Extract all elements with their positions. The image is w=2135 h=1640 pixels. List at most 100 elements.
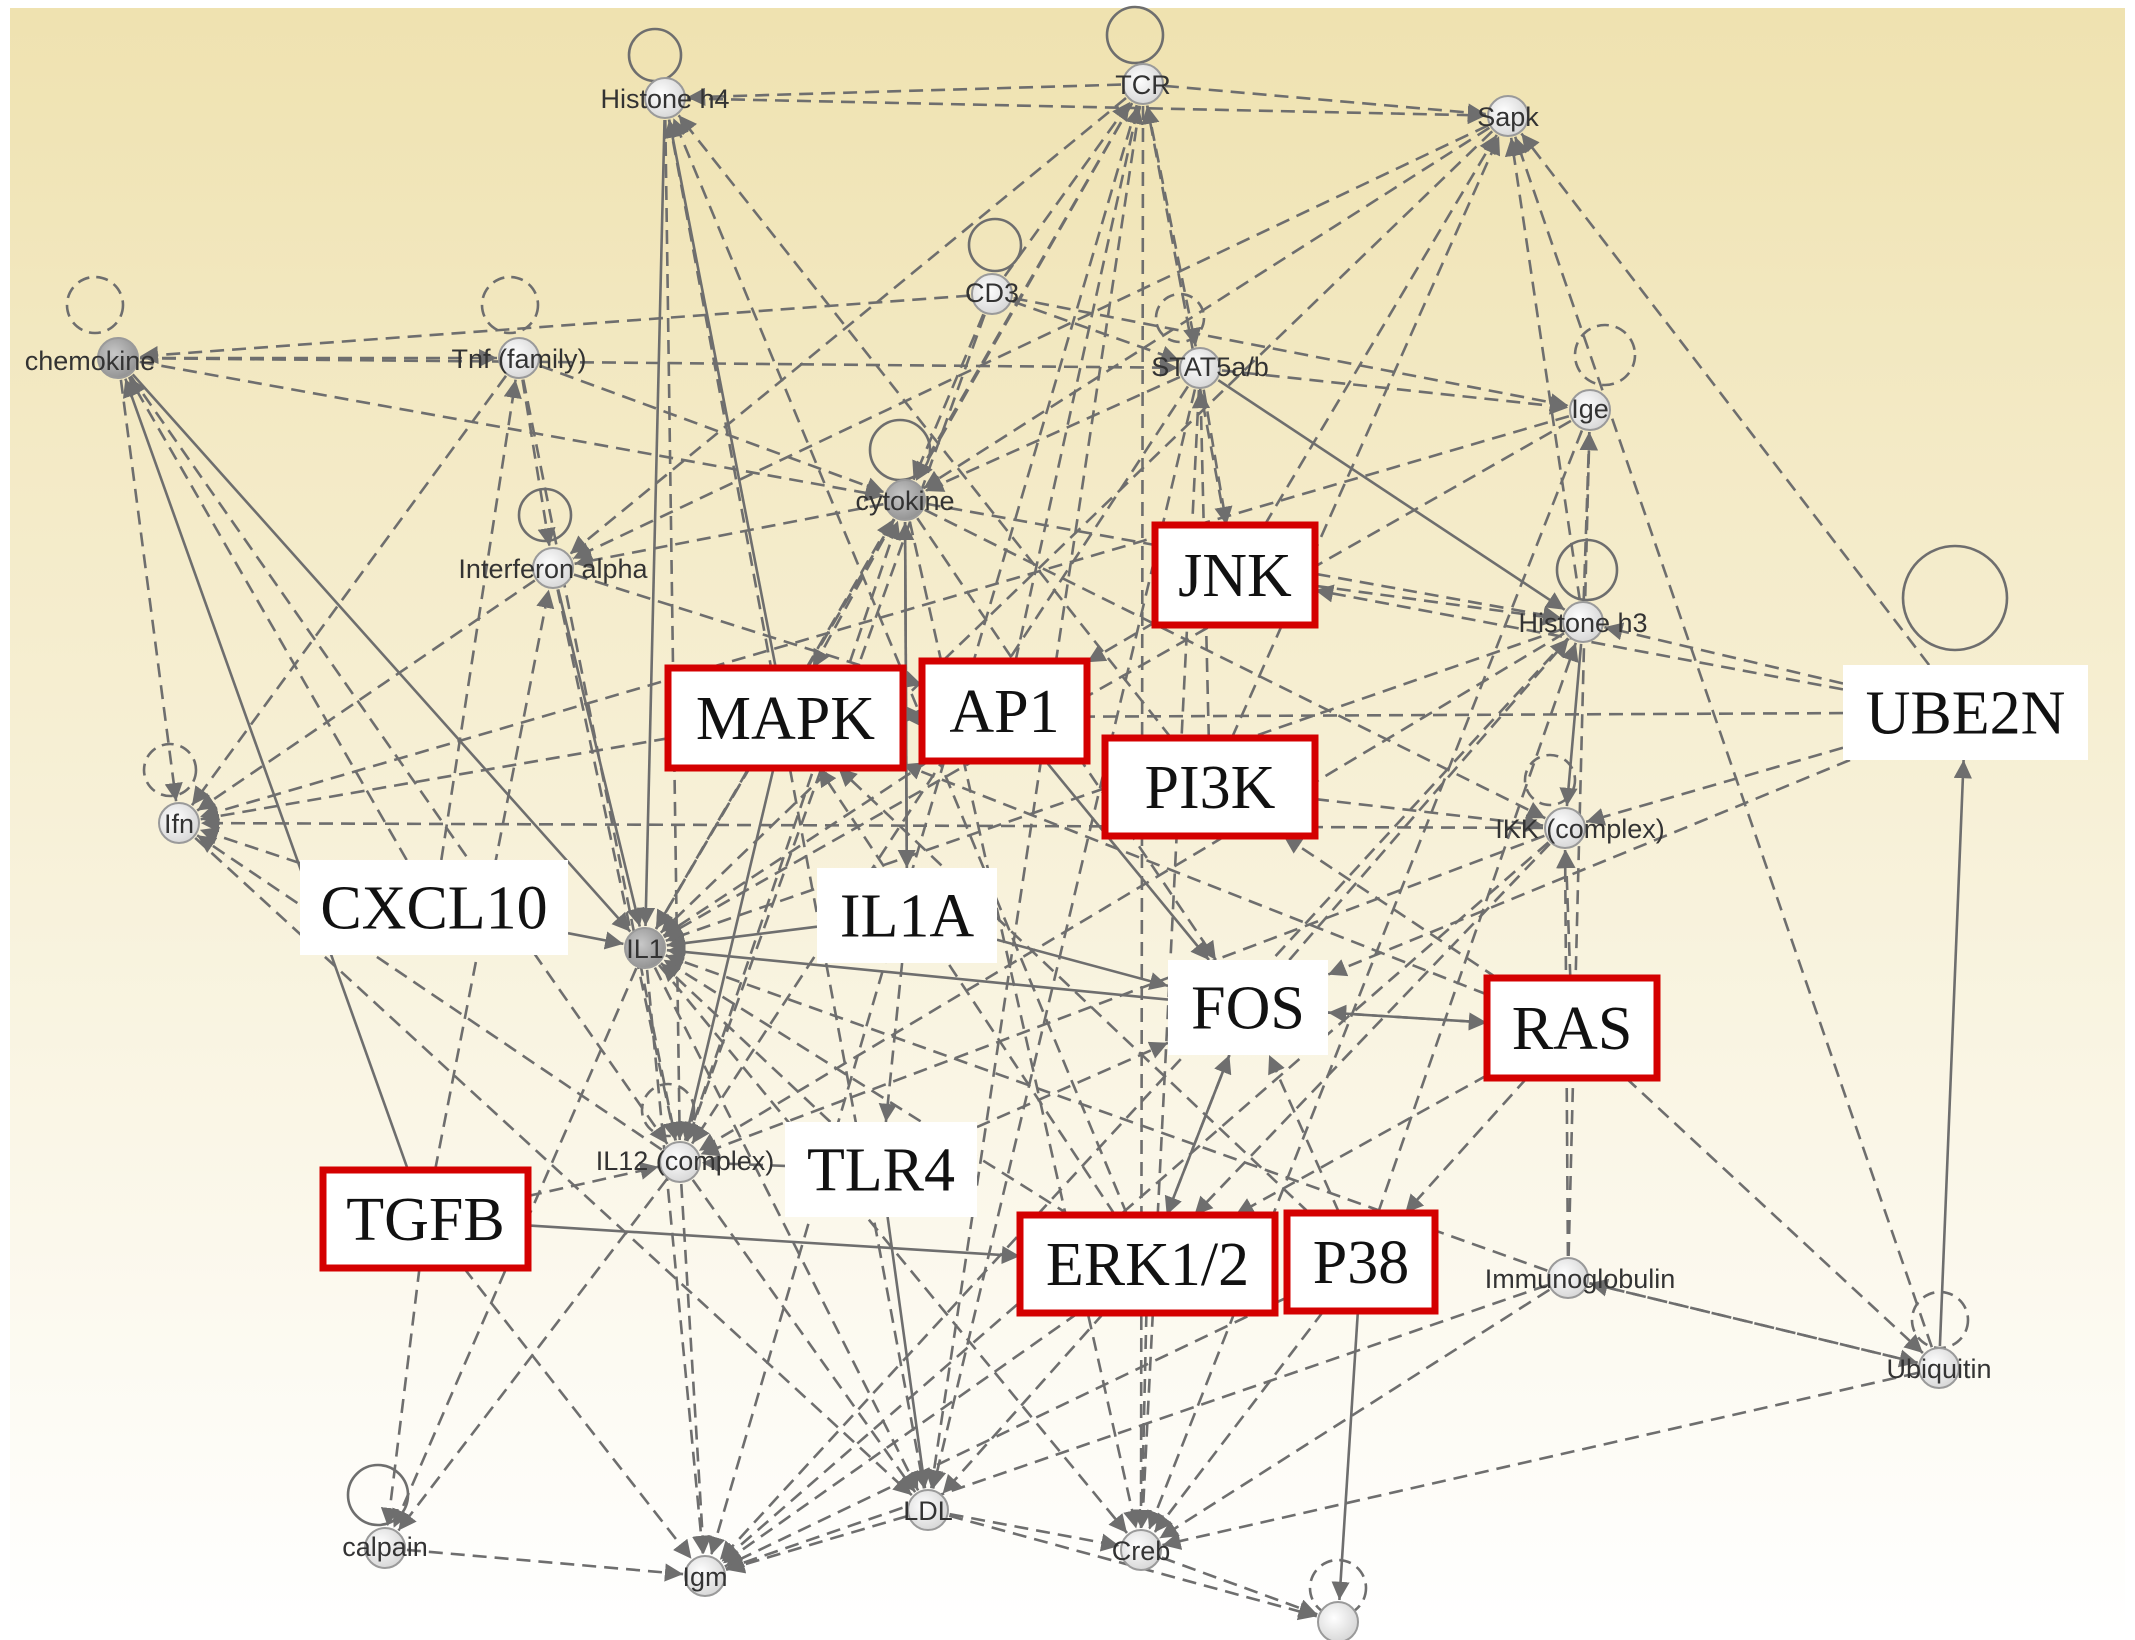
edge-ube2n-fos [1327, 758, 1851, 977]
box-p38[interactable]: P38 [1283, 1209, 1439, 1315]
box-fos[interactable]: FOS [1168, 960, 1328, 1055]
node-label-cytokine: cytokine [855, 486, 954, 516]
box-frame-erk [1016, 1211, 1279, 1317]
edge-ras-fos [1327, 1004, 1488, 1024]
self-loop-tnf [480, 275, 540, 335]
edge-ige-il1 [663, 419, 1572, 939]
edge-histone_h4-il1 [636, 119, 666, 927]
node-ldl[interactable] [907, 1489, 949, 1531]
edge-il12-ifn [196, 834, 663, 1151]
edge-jnk-ap1 [1086, 621, 1156, 664]
box-label-ras: RAS [1512, 995, 1633, 1063]
edge-histone_h4-il12 [664, 119, 689, 1141]
node-calpain[interactable] [364, 1527, 406, 1569]
node-tcr[interactable] [1122, 63, 1164, 105]
edge-chemokine-il12 [129, 375, 669, 1145]
box-frame-fos [1168, 960, 1328, 1055]
edge-mapk-ifn [200, 737, 669, 826]
node-label-histone_h4: Histone h4 [600, 84, 729, 114]
box-frame-tlr4 [785, 1122, 977, 1217]
self-loop-chemokine [65, 275, 125, 335]
box-ap1[interactable]: AP1 [918, 657, 1091, 765]
edge-il1a-fos [996, 938, 1169, 990]
box-ras[interactable]: RAS [1483, 974, 1661, 1082]
node-label-il1: IL1 [626, 934, 664, 964]
edge-histone_h3-igm [718, 637, 1570, 1561]
edge-ubiquitin-sapk [1512, 136, 1934, 1348]
node-label-immunoglobulin: Immunoglobulin [1485, 1264, 1676, 1294]
node-sapk[interactable] [1487, 95, 1529, 137]
edge-stat5-histone_h3 [1217, 379, 1566, 611]
edge-chemokine-il1 [131, 373, 632, 933]
node-histone_h4[interactable] [644, 77, 686, 119]
edge-cxcl10-tnf [440, 379, 522, 861]
edge-cd3-tcr [1003, 101, 1132, 277]
edge-creb-bottom_hidden [1161, 1556, 1318, 1617]
node-immunoglobulin[interactable] [1547, 1257, 1589, 1299]
box-erk[interactable]: ERK1/2 [1016, 1211, 1279, 1317]
box-mapk[interactable]: MAPK [664, 664, 907, 772]
node-cytokine[interactable] [884, 479, 926, 521]
self-loop-il12 [640, 1082, 696, 1138]
self-loop-ifn [142, 742, 198, 798]
node-histone_h3[interactable] [1562, 601, 1604, 643]
box-il1a[interactable]: IL1A [817, 868, 997, 963]
edge-pi3k-stat5 [1191, 389, 1211, 739]
edge-immunoglobulin-creb [1158, 1288, 1551, 1540]
node-label-ifn: Ifn [164, 809, 194, 839]
node-ifna[interactable] [532, 547, 574, 589]
node-stat5[interactable] [1179, 347, 1221, 389]
node-creb[interactable] [1120, 1529, 1162, 1571]
edge-tlr4-ldl [886, 1216, 932, 1489]
node-tnf[interactable] [498, 337, 540, 379]
box-label-ap1: AP1 [949, 678, 1059, 746]
edge-calpain-igm [406, 1548, 684, 1582]
edge-il1-creb [657, 964, 1129, 1534]
box-jnk[interactable]: JNK [1151, 521, 1319, 629]
box-pi3k[interactable]: PI3K [1101, 734, 1319, 840]
edge-histone_h3-il12 [698, 632, 1565, 1152]
box-tlr4[interactable]: TLR4 [785, 1122, 977, 1217]
edge-il1a-tlr4 [878, 962, 904, 1123]
node-ikk[interactable] [1544, 807, 1586, 849]
node-il12[interactable] [659, 1141, 701, 1183]
node-label-il12: IL12 (complex) [596, 1146, 775, 1176]
box-ube2n[interactable]: UBE2N [1843, 665, 2088, 760]
node-igm[interactable] [684, 1555, 726, 1597]
edge-ubiquitin-ube2n [1938, 759, 1972, 1347]
node-ubiquitin[interactable] [1918, 1347, 1960, 1389]
node-label-ifna: Interferon alpha [458, 554, 648, 584]
edge-il12-igm [680, 1183, 712, 1555]
box-label-fos: FOS [1191, 975, 1305, 1043]
self-loop-ube2n [1901, 544, 2009, 652]
self-loop-cd3 [967, 217, 1023, 273]
box-tgfb[interactable]: TGFB [319, 1166, 532, 1272]
node-label-histone_h3: Histone h3 [1518, 608, 1647, 638]
edge-ras-ubiquitin [1625, 1077, 1924, 1354]
edge-immunoglobulin-ubiquitin [1589, 1281, 1918, 1368]
node-label-creb: Creb [1112, 1536, 1171, 1566]
edge-tnf-ifna [521, 379, 556, 547]
edge-erk-il1 [662, 958, 1071, 1217]
box-frame-ap1 [918, 657, 1091, 765]
node-bottom_hidden[interactable] [1317, 1601, 1359, 1640]
edge-cd3-stat5 [1012, 300, 1180, 364]
node-cd3[interactable] [971, 273, 1013, 315]
edge-fos-il1 [666, 942, 1169, 1001]
node-label-stat5: STAT5a/b [1151, 352, 1269, 382]
edge-ldl-igm [725, 1514, 908, 1574]
node-label-cd3: CD3 [965, 278, 1019, 308]
edge-erk-mapk [817, 767, 1117, 1216]
box-label-jnk: JNK [1178, 542, 1292, 610]
node-il1[interactable] [624, 927, 666, 969]
box-cxcl10[interactable]: CXCL10 [300, 860, 568, 955]
edge-ras-mapk [902, 762, 1488, 996]
node-chemokine[interactable] [97, 337, 139, 379]
edge-p38-igm [724, 1296, 1288, 1568]
edge-ifna-ap1 [573, 573, 923, 689]
edge-ige-ifn [199, 414, 1570, 821]
node-ige[interactable] [1569, 389, 1611, 431]
edge-pi3k-histone_h4 [677, 114, 1173, 739]
node-ifn[interactable] [158, 802, 200, 844]
